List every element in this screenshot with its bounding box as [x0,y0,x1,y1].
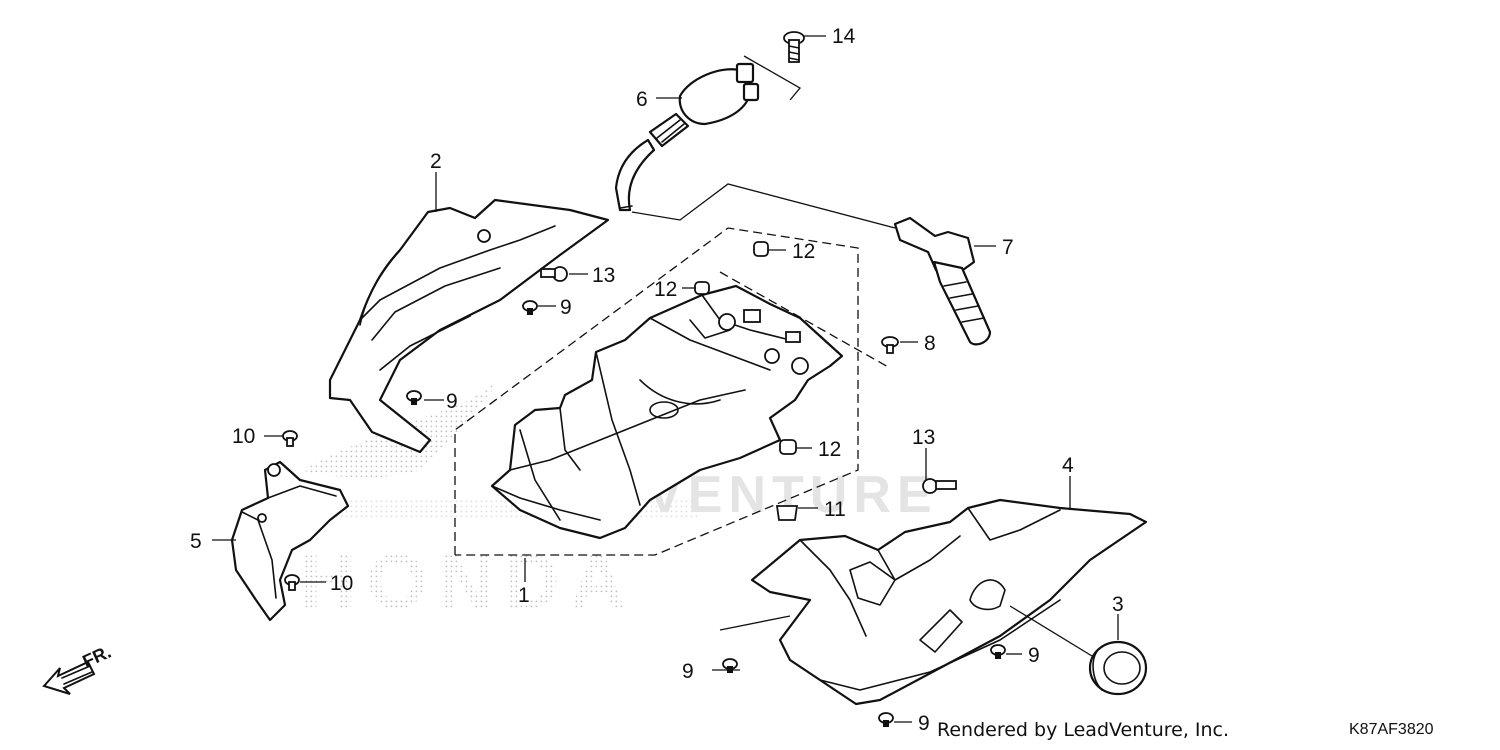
bolt-13-b-icon [922,478,957,494]
callout-3: 3 [1112,593,1124,616]
callout-8: 8 [924,332,936,355]
callout-13-a: 13 [592,264,615,287]
assembly-boundary-part-1 [454,227,891,556]
callout-13-b: 13 [912,426,935,449]
clip-9-c-icon [722,658,738,673]
callout-9-e: 9 [918,712,930,735]
leader-lines [212,35,1119,723]
part-14-bolt [783,31,805,63]
diagram-code: K87AF3820 [1349,721,1434,738]
callout-5: 5 [190,530,202,553]
callout-10-a: 10 [232,425,255,448]
callout-2: 2 [430,150,442,173]
svg-text:HONDA: HONDA [300,537,636,625]
part-2-under-cowl [328,198,610,454]
front-direction-label: FR. [79,642,114,672]
nut-12-a-icon [753,241,769,257]
callout-numbers: 14 6 2 7 12 12 13 9 8 9 10 12 13 4 11 5 … [190,25,1124,735]
part-7-spark-plug-cap [893,216,992,346]
front-direction-indicator: FR. [42,642,114,695]
part-1-battery-box [490,284,844,540]
callout-14: 14 [832,25,856,48]
screw-10-b-icon [284,574,300,591]
callout-9-c: 9 [682,660,694,683]
callout-12-b: 12 [654,278,677,301]
bolt-13-a-icon [540,266,568,282]
clip-9-e-icon [878,712,894,727]
nut-12-b-icon [694,281,710,295]
render-credit: Rendered by LeadVenture, Inc. [937,719,1230,741]
callout-6: 6 [636,88,648,111]
clip-9-d-icon [990,644,1006,659]
part-4-lower-cover [750,498,1148,706]
callout-1: 1 [518,584,530,607]
part-6-ignition-coil [614,62,760,212]
callout-7: 7 [1002,236,1014,259]
callout-9-b: 9 [446,390,458,413]
callout-12-c: 12 [818,438,841,461]
callout-4: 4 [1062,454,1074,477]
callout-10-b: 10 [330,572,353,595]
fasteners [282,241,1006,727]
callout-12-a: 12 [792,240,815,263]
part-3-grommet [1088,640,1148,696]
clip-8-icon [881,336,899,354]
screw-10-a-icon [282,430,298,447]
nut-12-c-icon [779,439,797,455]
callout-9-d: 9 [1028,644,1040,667]
nut-11-icon [775,505,799,521]
callout-11: 11 [824,498,846,521]
callout-9-a: 9 [560,296,572,319]
clip-9-b-icon [406,390,422,405]
part-5-side-bracket [230,460,350,622]
clip-9-a-icon [522,300,538,315]
